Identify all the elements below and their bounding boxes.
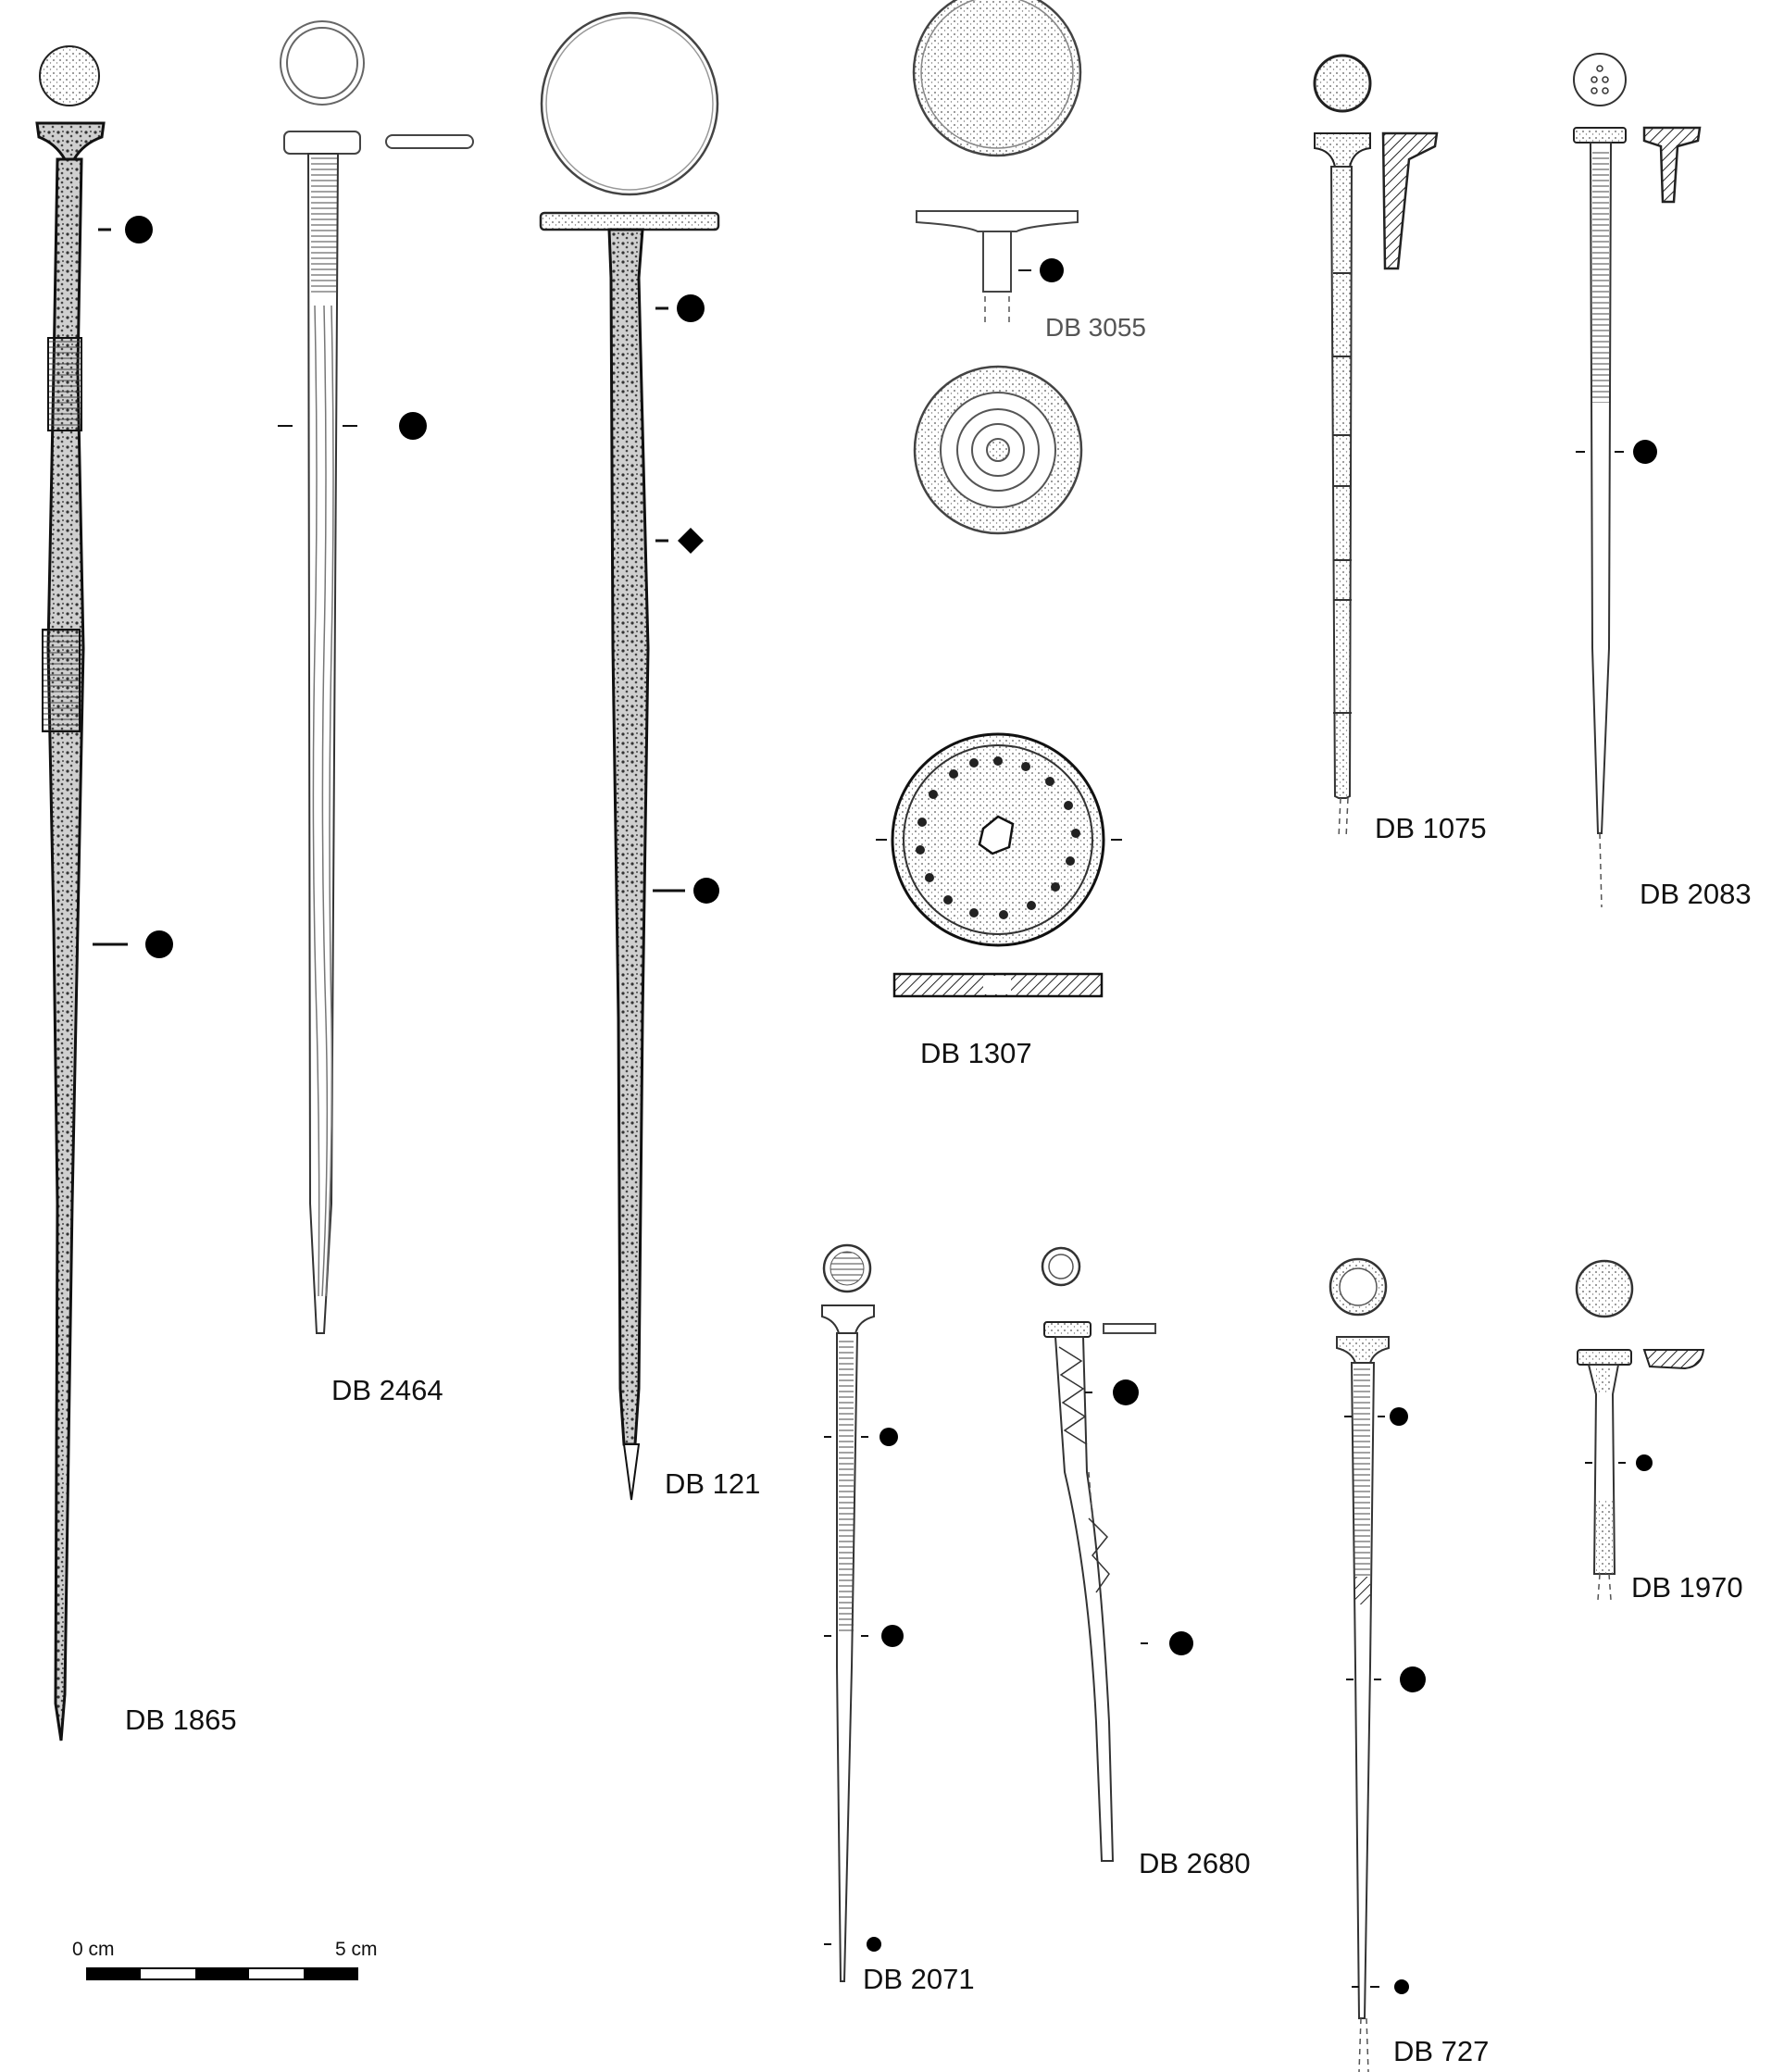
- pin-db2071: [821, 1243, 904, 1982]
- scale-segment: [195, 1968, 249, 1979]
- scale-segment: [304, 1968, 357, 1979]
- label-db1970: DB 1970: [1631, 1571, 1743, 1604]
- label-db121: DB 121: [665, 1467, 761, 1500]
- pin-db2083: [1573, 53, 1702, 908]
- label-db2071: DB 2071: [863, 1963, 975, 1995]
- pin-db727: [1329, 1257, 1426, 2072]
- label-db2083: DB 2083: [1640, 878, 1752, 910]
- label-db1865: DB 1865: [125, 1704, 237, 1736]
- pin-db3055: [912, 0, 1083, 535]
- scale-end-label: 5 cm: [335, 1939, 378, 1960]
- disc-db1307: [876, 732, 1122, 998]
- label-db727: DB 727: [1393, 2035, 1490, 2067]
- label-db1075: DB 1075: [1375, 812, 1487, 844]
- pin-db1970: [1575, 1259, 1705, 1601]
- pin-db121: [539, 11, 720, 1501]
- pin-db2680: [1041, 1246, 1193, 1862]
- label-db2464: DB 2464: [331, 1374, 443, 1406]
- scale-segment: [87, 1968, 141, 1979]
- label-db1307: DB 1307: [920, 1037, 1032, 1069]
- pin-db1075: [1313, 54, 1439, 839]
- scale-start-label: 0 cm: [72, 1939, 115, 1960]
- pin-db1865: [35, 45, 173, 1741]
- scale-bar: [86, 1967, 358, 1980]
- pin-db2464: [278, 20, 474, 1334]
- label-db2680: DB 2680: [1139, 1847, 1251, 1879]
- label-db3055: DB 3055: [1045, 313, 1146, 342]
